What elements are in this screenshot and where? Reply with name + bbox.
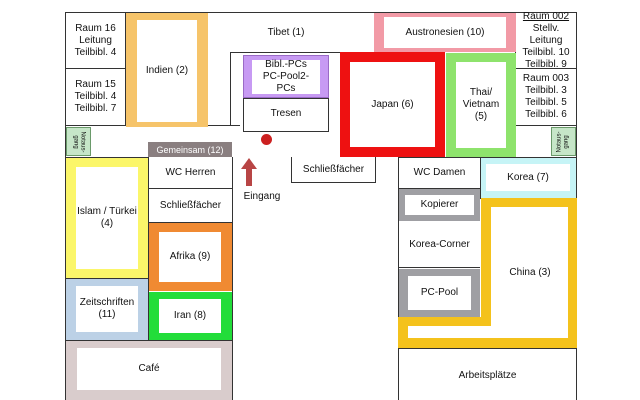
indien-label: Indien (2) [145,65,189,76]
room-tibet: Tibet (1) [230,16,342,50]
tibet-label: Tibet (1) [267,27,305,38]
eingang-label: Eingang [243,191,281,202]
japan-label: Japan (6) [371,98,414,110]
room-kopierer: Kopierer [405,195,474,215]
wall-right-wing-v [480,157,481,199]
bibl-pcs-label: Bibl.-PCs PC-Pool2- PCs [262,59,310,94]
room-wc-damen: WC Damen [399,158,480,188]
corridor-top-right [515,125,577,126]
room-tresen: Tresen [244,99,328,129]
tibet-left [230,52,231,126]
thai-label: Thai/ Vietnam (5) [462,87,500,122]
eingang-arrow-icon [241,158,257,186]
austronesien-label: Austronesien (10) [405,26,485,38]
korea-label: Korea (7) [507,171,549,183]
zeitschriften-label: Zeitschriften (11) [79,297,135,320]
wall-left [65,12,66,400]
afrika-label: Afrika (9) [169,251,211,262]
room-cafe: Café [77,348,221,390]
wall-right-wing-left [398,157,399,400]
tibet-bottom [230,52,343,53]
room-raum-002: Raum 002 Stellv. Leitung Teilbibl. 10 Te… [516,11,576,70]
room-raum-16: Raum 16 Leitung Teilbibl. 4 [66,14,125,68]
pc-pool-label: PC-Pool [420,287,459,298]
raum15-label: Raum 15 Teilbibl. 4 Teilbibl. 7 [74,79,117,114]
corridor-bottom-right [398,157,577,158]
wall-right-wing-h1 [398,188,480,189]
tresen-dot [261,134,272,145]
room-austronesien: Austronesien (10) [384,17,506,48]
room-indien: Indien (2) [137,20,197,122]
room-korea: Korea (7) [486,164,570,191]
room-raum-15: Raum 15 Teilbibl. 4 Teilbibl. 7 [66,69,125,125]
notausgang-left: Notaus- gang [66,127,91,156]
room-schliessfaecher-mid: Schließfächer [292,158,375,182]
schliess-left-label: Schließfächer [159,199,222,211]
wall-raum002-bottom [515,68,577,69]
wc-herren-label: WC Herren [165,167,216,178]
wall-schliess-bottom [148,222,232,223]
room-islam: Islam / Türkei (4) [76,167,138,269]
room-gemeinsam: Gemeinsam (12) [148,142,232,157]
schliessfaecher-mid-box [291,157,376,183]
tresen-box [243,98,329,132]
room-wc-herren: WC Herren [149,158,232,188]
wall-raum16-bottom [65,68,126,69]
room-china-frame [398,198,577,348]
iran-label: Iran (8) [173,310,207,321]
wall-raum16-right [125,12,126,126]
wall-islam-bottom [65,278,149,279]
room-iran: Iran (8) [159,299,221,333]
korea-corner-label: Korea-Corner [409,238,470,250]
wall-zeit-bottom [65,340,233,341]
islam-label: Islam / Türkei (4) [77,206,137,229]
wall-top [65,12,577,13]
tresen-label: Tresen [270,108,302,119]
notaus-right-label: Notaus- gang [556,130,570,153]
room-japan: Japan (6) [350,62,435,147]
room-pc-pool: PC-Pool [408,276,471,310]
wc-damen-label: WC Damen [413,167,466,178]
notausgang-right: Notaus- gang [551,127,576,156]
wall-wc-herren-bottom [148,188,232,189]
wall-arbeit-top [398,348,577,349]
wall-left-wing-right-2 [232,157,233,400]
arbeitsplaetze-label: Arbeitsplätze [458,370,517,381]
room-zeitschriften: Zeitschriften (11) [76,286,138,332]
room-korea-corner: Korea-Corner [399,222,480,268]
room-china: China (3) [491,210,569,336]
raum003-label: Raum 003 Teilbibl. 3 Teilbibl. 5 Teilbib… [522,73,570,120]
raum002-label: Stellv. Leitung Teilbibl. 10 Teilbibl. 9 [522,23,570,70]
gemeinsam-label: Gemeinsam (12) [156,144,224,155]
cafe-label: Café [138,363,160,374]
china-label: China (3) [509,267,551,278]
room-thai: Thai/ Vietnam (5) [456,62,506,148]
room-schliessfaecher-left: Schließfächer [149,189,232,222]
room-bibl-pcs: Bibl.-PCs PC-Pool2- PCs [252,59,320,94]
room-arbeitsplaetze: Arbeitsplätze [399,356,576,396]
room-afrika: Afrika (9) [159,232,221,282]
eingang-label-box: Eingang [234,190,290,204]
raum002-title: Raum 002 [522,11,570,22]
corridor-bottom-left [65,157,148,158]
kopierer-label: Kopierer [420,199,459,210]
raum16-label: Raum 16 Leitung Teilbibl. 4 [74,23,117,58]
notaus-left-label: Notaus- gang [72,130,86,153]
schliess-mid-label: Schließfächer [302,164,365,175]
room-raum-003: Raum 003 Teilbibl. 3 Teilbibl. 5 Teilbib… [516,69,576,125]
